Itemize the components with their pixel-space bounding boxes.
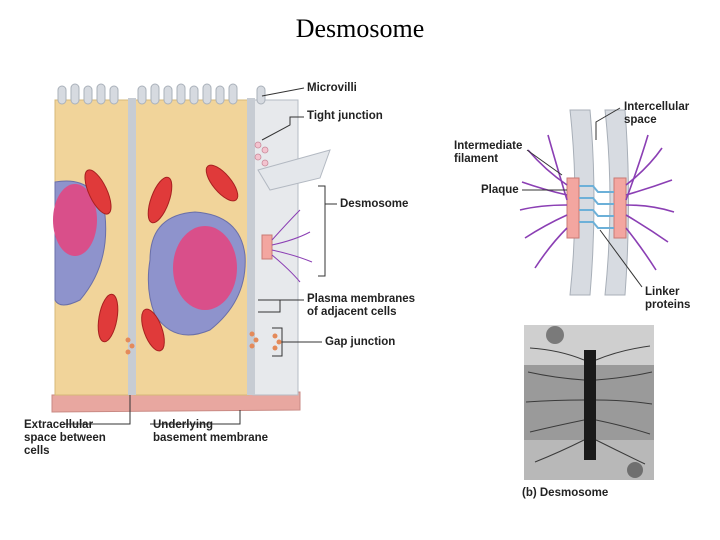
membrane-left bbox=[569, 109, 595, 296]
tight-junction-detail bbox=[254, 141, 269, 167]
desmosome-detail bbox=[261, 234, 273, 260]
gap-junction-detail bbox=[125, 331, 282, 355]
desmosome-filaments bbox=[271, 209, 313, 283]
label-extracellular-2: space between bbox=[24, 432, 106, 444]
label-intercellular-2: space bbox=[624, 114, 657, 126]
plasma-membrane-2 bbox=[247, 98, 255, 395]
epithelial-cells-illustration bbox=[51, 83, 331, 413]
plaque-left bbox=[566, 177, 580, 239]
mitochondria bbox=[84, 164, 239, 352]
plaque-right bbox=[613, 177, 627, 239]
label-extracellular-3: cells bbox=[24, 445, 50, 457]
label-microvilli: Microvilli bbox=[307, 82, 357, 94]
desmosome-detail-diagram bbox=[519, 109, 675, 296]
label-plasma-membranes-1: Plasma membranes bbox=[307, 293, 416, 305]
leader-lines-right bbox=[522, 107, 643, 288]
nucleolus-middle bbox=[173, 226, 237, 310]
plasma-membrane-1 bbox=[128, 98, 136, 395]
label-plasma-membranes-2: of adjacent cells bbox=[307, 306, 397, 318]
cut-membrane-flap bbox=[257, 149, 331, 191]
label-intercellular-1: Intercellular bbox=[624, 101, 690, 113]
label-tight-junction: Tight junction bbox=[307, 110, 383, 122]
label-linker-1: Linker bbox=[645, 286, 680, 298]
label-micrograph-caption: (b) Desmosome bbox=[522, 487, 609, 499]
label-linker-2: proteins bbox=[645, 299, 691, 311]
label-intermediate-2: filament bbox=[454, 153, 499, 165]
label-plaque: Plaque bbox=[481, 184, 519, 196]
label-intermediate-1: Intermediate bbox=[454, 140, 523, 152]
label-desmosome: Desmosome bbox=[340, 198, 409, 210]
page-title: Desmosome bbox=[295, 14, 425, 43]
linker-proteins bbox=[579, 185, 614, 229]
intermediate-filaments bbox=[519, 134, 675, 271]
label-extracellular-1: Extracellular bbox=[24, 419, 94, 431]
label-gap-junction: Gap junction bbox=[325, 336, 396, 348]
electron-micrograph bbox=[524, 325, 654, 480]
leader-lines-left bbox=[65, 87, 337, 425]
nucleolus-left bbox=[53, 184, 97, 256]
label-basement-2: basement membrane bbox=[153, 432, 269, 444]
label-basement-1: Underlying bbox=[153, 419, 214, 431]
